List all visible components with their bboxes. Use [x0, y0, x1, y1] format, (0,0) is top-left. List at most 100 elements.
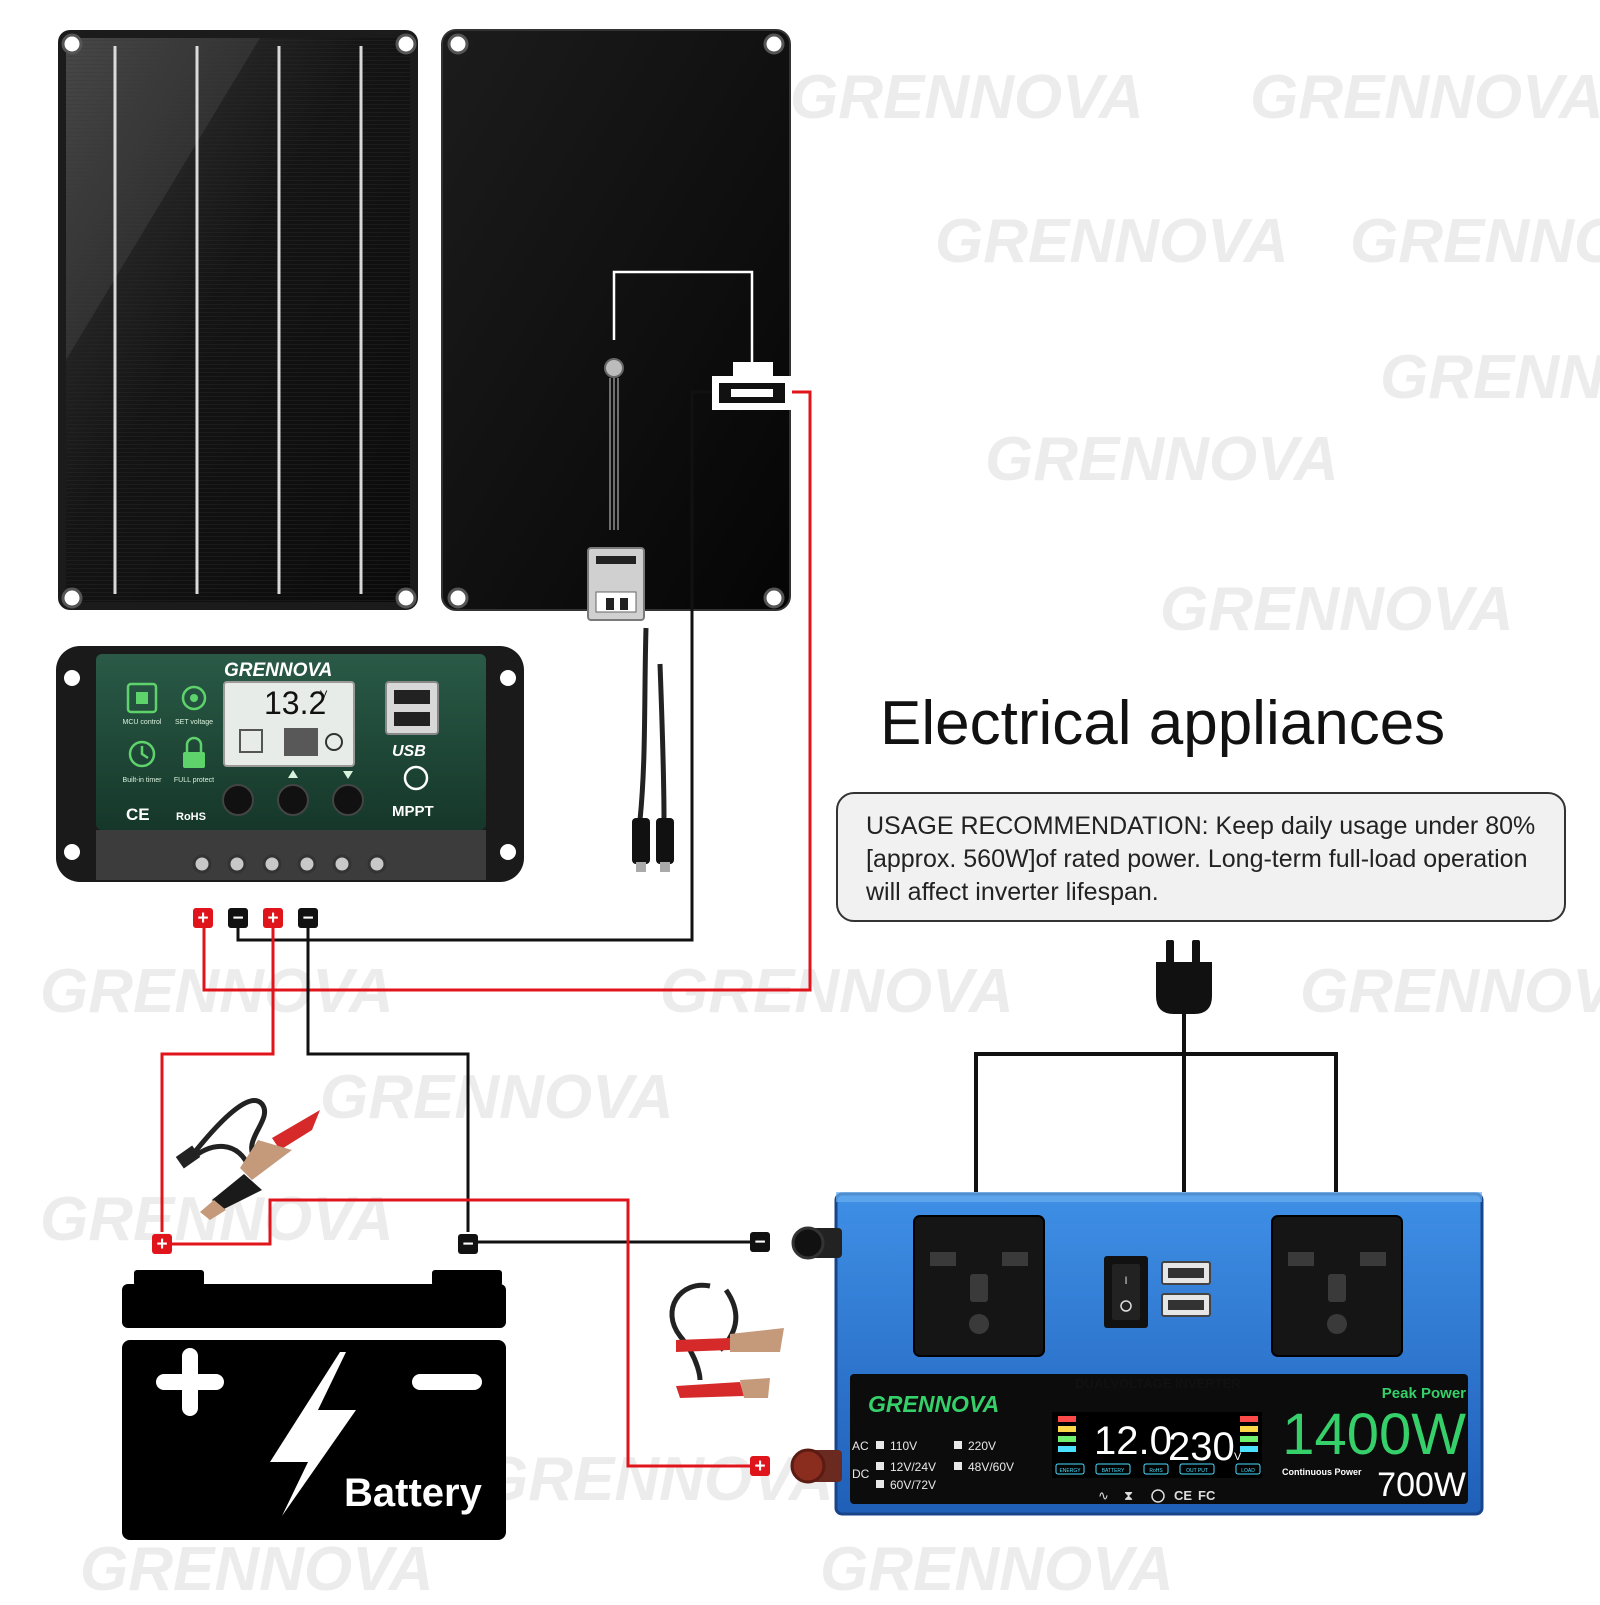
display-input-voltage: 12.0 — [1094, 1419, 1172, 1463]
controller-brand: GRENNOVA — [224, 660, 332, 681]
usb-label: USB — [392, 743, 426, 760]
inverter-usb-ports[interactable] — [1161, 1261, 1211, 1317]
ul-icon — [1151, 1489, 1165, 1503]
voltage-options: AC 110V 220V DC 12V/24V 48V/60V 60V/72V — [852, 1439, 1014, 1492]
charge-controller: GRENNOVA MCU control SET voltage Built-i… — [56, 646, 524, 882]
svg-text:BATTERY: BATTERY — [1102, 1468, 1125, 1474]
peak-power-label: Peak Power — [1382, 1385, 1466, 1402]
copper-clip-icon — [730, 1328, 784, 1352]
svg-text:+: + — [754, 1456, 765, 1477]
solar-panel-back — [441, 29, 792, 621]
watermark-text: GRENNOVA — [480, 1445, 834, 1514]
inverter-junction-neg: − — [750, 1232, 770, 1253]
plus-icon — [156, 1348, 224, 1416]
continuous-power-value: 700W — [1377, 1466, 1466, 1504]
wire-appliance-outlets — [974, 1052, 1338, 1192]
bulb-icon — [403, 765, 429, 791]
controller-terminal-neg-1: − — [228, 908, 248, 929]
controller-lcd: 13.2 V — [223, 681, 355, 767]
inverter-terminal-pos — [790, 1448, 842, 1484]
wire-inverter-positive — [162, 1198, 756, 1468]
dc-barrel-cable-icon — [632, 627, 674, 872]
red-clip-icon — [272, 1110, 320, 1150]
controller-terminal-neg-2: − — [298, 908, 318, 929]
svg-text:−: − — [302, 908, 313, 929]
battery-label: Battery — [344, 1471, 483, 1515]
load-bars — [1240, 1416, 1258, 1452]
busbar-lines — [113, 46, 363, 594]
controller-terminal-pos-1: + — [193, 908, 213, 929]
svg-text:−: − — [462, 1234, 473, 1255]
hourglass-icon: ⧗ — [1124, 1488, 1133, 1503]
down-arrow-icon — [343, 771, 353, 779]
set-voltage-icon: SET voltage — [175, 685, 213, 726]
dc-label: DC — [852, 1467, 870, 1481]
red-clip-icon — [676, 1382, 744, 1398]
battery-clip-cable-icon — [175, 1098, 320, 1220]
controller-terminal-screws — [192, 854, 387, 874]
watermark-text: GRENNOVA — [1380, 343, 1600, 412]
ac-outlet-right[interactable] — [1271, 1215, 1403, 1357]
certification-icons: ∿ ⧗ CE FC — [1098, 1488, 1216, 1503]
svg-text:LOAD: LOAD — [1241, 1468, 1255, 1474]
lcd-unit: V — [320, 689, 328, 701]
mounting-holes — [61, 33, 417, 609]
control-buttons — [222, 770, 364, 816]
menu-button[interactable] — [222, 784, 254, 816]
watermark-text: GRENNOVA — [935, 207, 1289, 276]
wire-panel-negative — [236, 390, 712, 942]
protect-lock-icon: FULL protect — [174, 736, 214, 784]
controller-usb-ports: USB MPPT — [385, 681, 439, 820]
inverter: I DUALVOLTAGE INVERTER GRENNOVA AC 110V … — [790, 1192, 1484, 1516]
junction-bolt-icon — [604, 358, 624, 378]
rohs-mark: RoHS — [176, 811, 206, 823]
inverter-lcd: 12.0 230 V ENERGY BATTERY RoHS OUT PUT L… — [1052, 1412, 1262, 1478]
down-button[interactable] — [332, 784, 364, 816]
power-switch[interactable]: I — [1104, 1256, 1148, 1328]
lcd-voltage: 13.2 — [264, 685, 326, 721]
continuous-power-label: Continuous Power — [1282, 1467, 1362, 1477]
ac-option-110: 110V — [890, 1439, 917, 1453]
wire-panel-positive — [202, 390, 812, 992]
watermark-text: GRENNOVA — [790, 63, 1144, 132]
up-arrow-icon — [288, 770, 298, 778]
dc-option-48-60: 48V/60V — [968, 1460, 1014, 1474]
lcd-bulb-icon — [325, 733, 343, 751]
terminal-markers: + − + − + − − + — [152, 908, 770, 1477]
svg-text:RoHS: RoHS — [1149, 1468, 1163, 1474]
wire-battery-negative — [306, 926, 470, 1232]
indicator-labels: ENERGY BATTERY RoHS OUT PUT LOAD — [1055, 1463, 1261, 1475]
svg-text:−: − — [232, 908, 243, 929]
energy-bars — [1058, 1416, 1076, 1452]
lightning-bolt-icon — [270, 1352, 356, 1516]
wire-battery-positive — [160, 926, 275, 1232]
inverter-brand: GRENNOVA — [868, 1391, 999, 1417]
page-title: Electrical appliances — [880, 689, 1446, 758]
controller-terminal-pos-2: + — [263, 908, 283, 929]
svg-text:−: − — [754, 1232, 765, 1253]
mcu-control-icon: MCU control — [123, 682, 162, 726]
inverter-terminal-neg — [791, 1226, 842, 1260]
protect-label: FULL protect — [174, 777, 214, 784]
svg-text:+: + — [267, 908, 278, 929]
dc-option-60-72: 60V/72V — [890, 1478, 936, 1492]
watermark-text: GRENNOVA — [1160, 575, 1514, 644]
watermark-text: GRENNOVA — [985, 425, 1339, 494]
watermark-text: GRENNOVA — [320, 1063, 674, 1132]
inverter-junction-pos: + — [750, 1456, 770, 1477]
inverter-model-label: DUALVOLTAGE INVERTER — [1075, 1376, 1241, 1391]
timer-label: Built-in timer — [123, 777, 163, 784]
ce-mark: CE — [126, 805, 150, 824]
peak-power-value: 1400W — [1282, 1402, 1466, 1467]
fc-icon: FC — [1198, 1488, 1216, 1503]
svg-text:OUT PUT: OUT PUT — [1186, 1468, 1208, 1474]
up-button[interactable] — [277, 784, 309, 816]
solar-panel-front — [58, 30, 418, 610]
watermark-text: GRENNOVA — [80, 1535, 434, 1600]
inverter-clip-cable-icon — [669, 1282, 784, 1398]
svg-text:I: I — [1124, 1275, 1127, 1287]
watermark-text: GRENNOVA — [1300, 957, 1600, 1026]
ac-outlet-left[interactable] — [913, 1215, 1045, 1357]
svg-text:ENERGY: ENERGY — [1059, 1468, 1081, 1474]
